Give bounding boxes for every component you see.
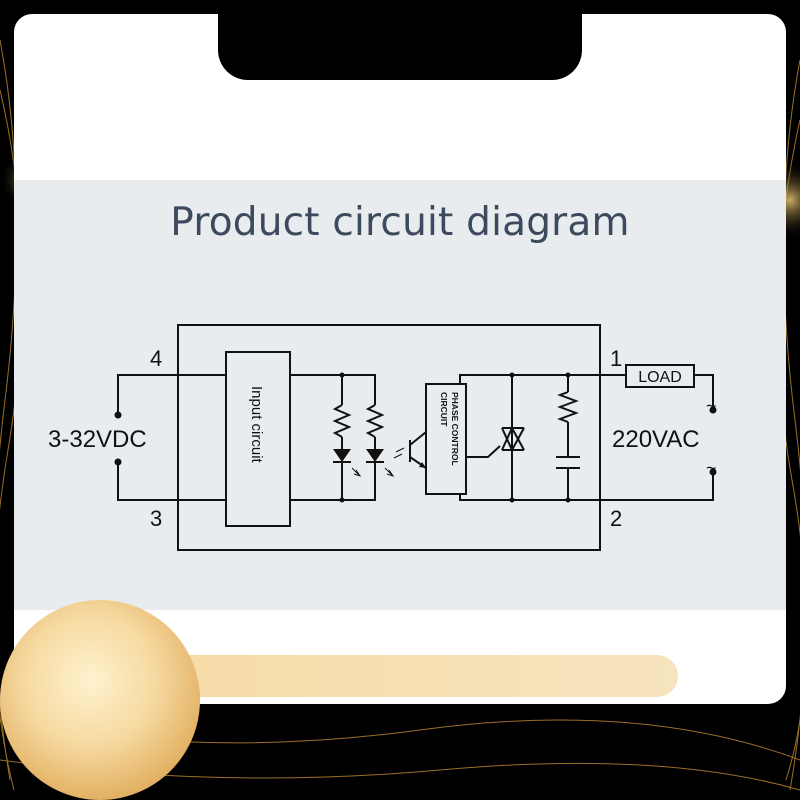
resistor-1 [332, 404, 352, 438]
wire-terminal-4 [117, 374, 226, 415]
snubber-resistor [557, 391, 579, 423]
ac-symbol-top: ~ [706, 396, 717, 416]
led-1 [333, 449, 351, 462]
phase-control-block [425, 383, 467, 495]
phase-control-label-1: PHASE CONTROL [450, 392, 460, 466]
wire-output-bottom [459, 494, 608, 501]
relay-body-outline [177, 324, 601, 551]
terminal-dot-ac-bottom [709, 468, 717, 476]
terminal-dot-dc-minus [114, 458, 122, 466]
terminal-dot-dc-plus [114, 411, 122, 419]
page-title: Product circuit diagram [170, 200, 630, 245]
wire-led-bottom [290, 470, 376, 501]
wire-terminal-3 [117, 462, 226, 501]
terminal-3-label: 3 [150, 506, 162, 531]
wire-led-top [290, 374, 376, 405]
terminal-2-label: 2 [610, 506, 622, 531]
input-voltage-label: 3-32VDC [48, 426, 147, 453]
wire-output-top [459, 374, 608, 384]
phase-control-label-2: CIRCUIT [439, 392, 449, 427]
diagram-panel [14, 180, 786, 610]
input-circuit-block [225, 351, 291, 527]
load-label: LOAD [638, 369, 682, 386]
resistor-2 [365, 404, 385, 438]
ac-symbol-bottom: ~ [706, 458, 717, 478]
terminal-dot-ac-top [709, 406, 717, 414]
top-notch [218, 0, 582, 80]
input-circuit-label: Input circuit [248, 386, 265, 464]
terminal-1-label: 1 [610, 346, 622, 371]
led-2 [366, 449, 384, 462]
terminal-4-label: 4 [150, 346, 162, 371]
output-voltage-label: 220VAC [612, 426, 700, 453]
